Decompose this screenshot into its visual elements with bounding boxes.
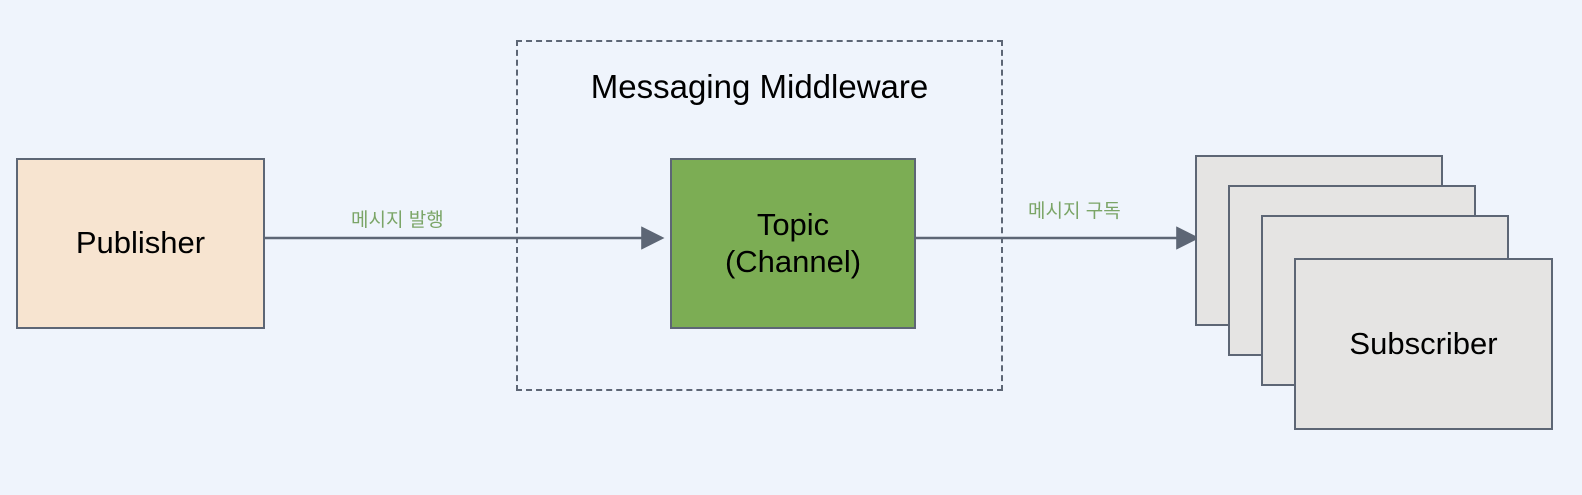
node-subscriber-label: Subscriber	[1349, 326, 1498, 361]
node-subscriber[interactable]: Subscriber	[1294, 258, 1553, 430]
node-topic-label-line2: (Channel)	[724, 243, 862, 279]
node-publisher[interactable]: Publisher	[16, 158, 265, 329]
publish-arrow-label: 메시지 발행	[351, 210, 444, 231]
subscribe-arrow-label: 메시지 구독	[1028, 201, 1121, 222]
publish-arrow	[264, 226, 665, 250]
node-publisher-label: Publisher	[75, 225, 206, 261]
group-messaging-middleware-title: Messaging Middleware	[590, 68, 929, 105]
group-messaging-middleware[interactable]	[516, 40, 1003, 391]
node-topic-label-line1: Topic	[756, 206, 830, 242]
node-topic[interactable]: Topic (Channel)	[670, 158, 916, 329]
subscribe-arrow	[915, 226, 1200, 250]
